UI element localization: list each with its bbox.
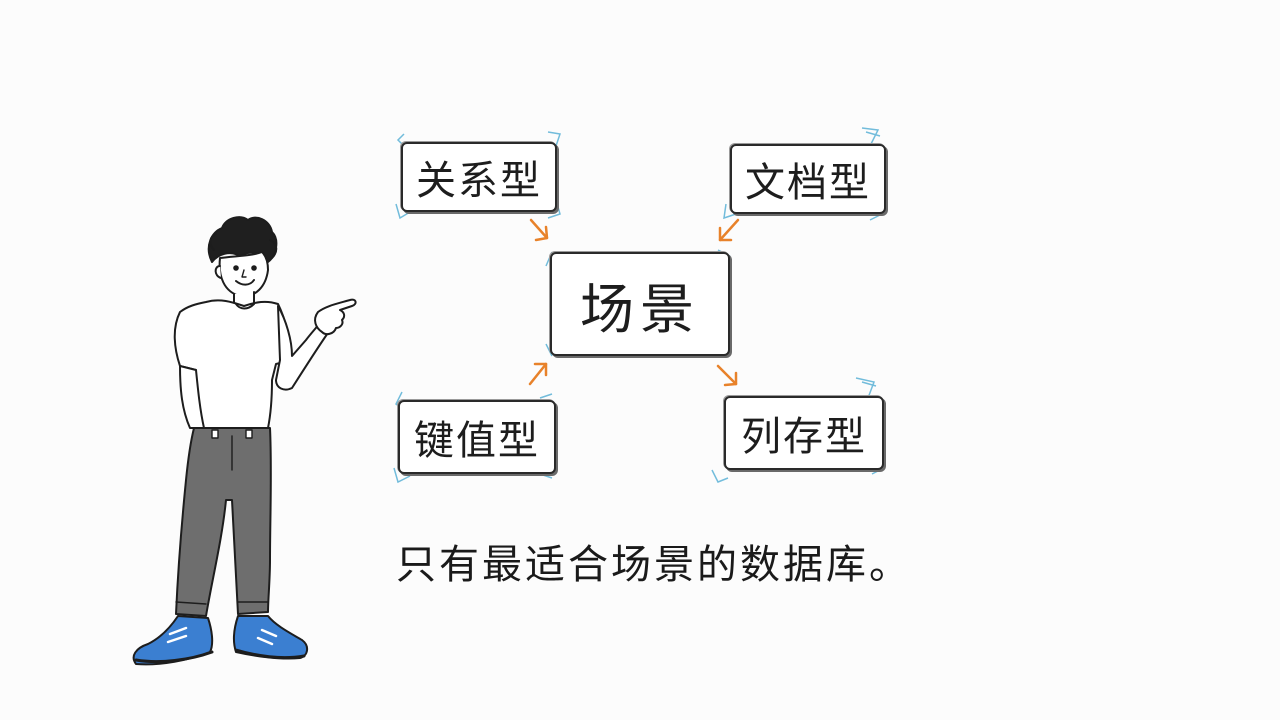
node-keyvalue: 键值型 [398,400,556,474]
caption-text: 只有最适合场景的数据库。 [396,542,912,588]
arrow-keyvalue-to-center [528,362,548,386]
node-relational: 关系型 [401,142,557,212]
node-document: 文档型 [730,144,886,214]
pointing-hand [314,298,357,336]
node-center-label: 场景 [580,277,700,341]
node-column: 列存型 [724,396,884,470]
node-relational-label: 关系型 [416,158,542,204]
character-face [218,251,269,298]
arrow-center-to-column [716,364,738,387]
arrow-relational-to-center [529,218,549,242]
character-pants [175,427,272,617]
arrow-document-to-center [718,218,740,242]
node-center-scenario: 场景 [550,252,730,356]
character-shirt [173,299,293,431]
node-keyvalue-label: 键值型 [414,418,540,464]
node-document-label: 文档型 [745,160,871,206]
node-column-label: 列存型 [741,414,867,460]
